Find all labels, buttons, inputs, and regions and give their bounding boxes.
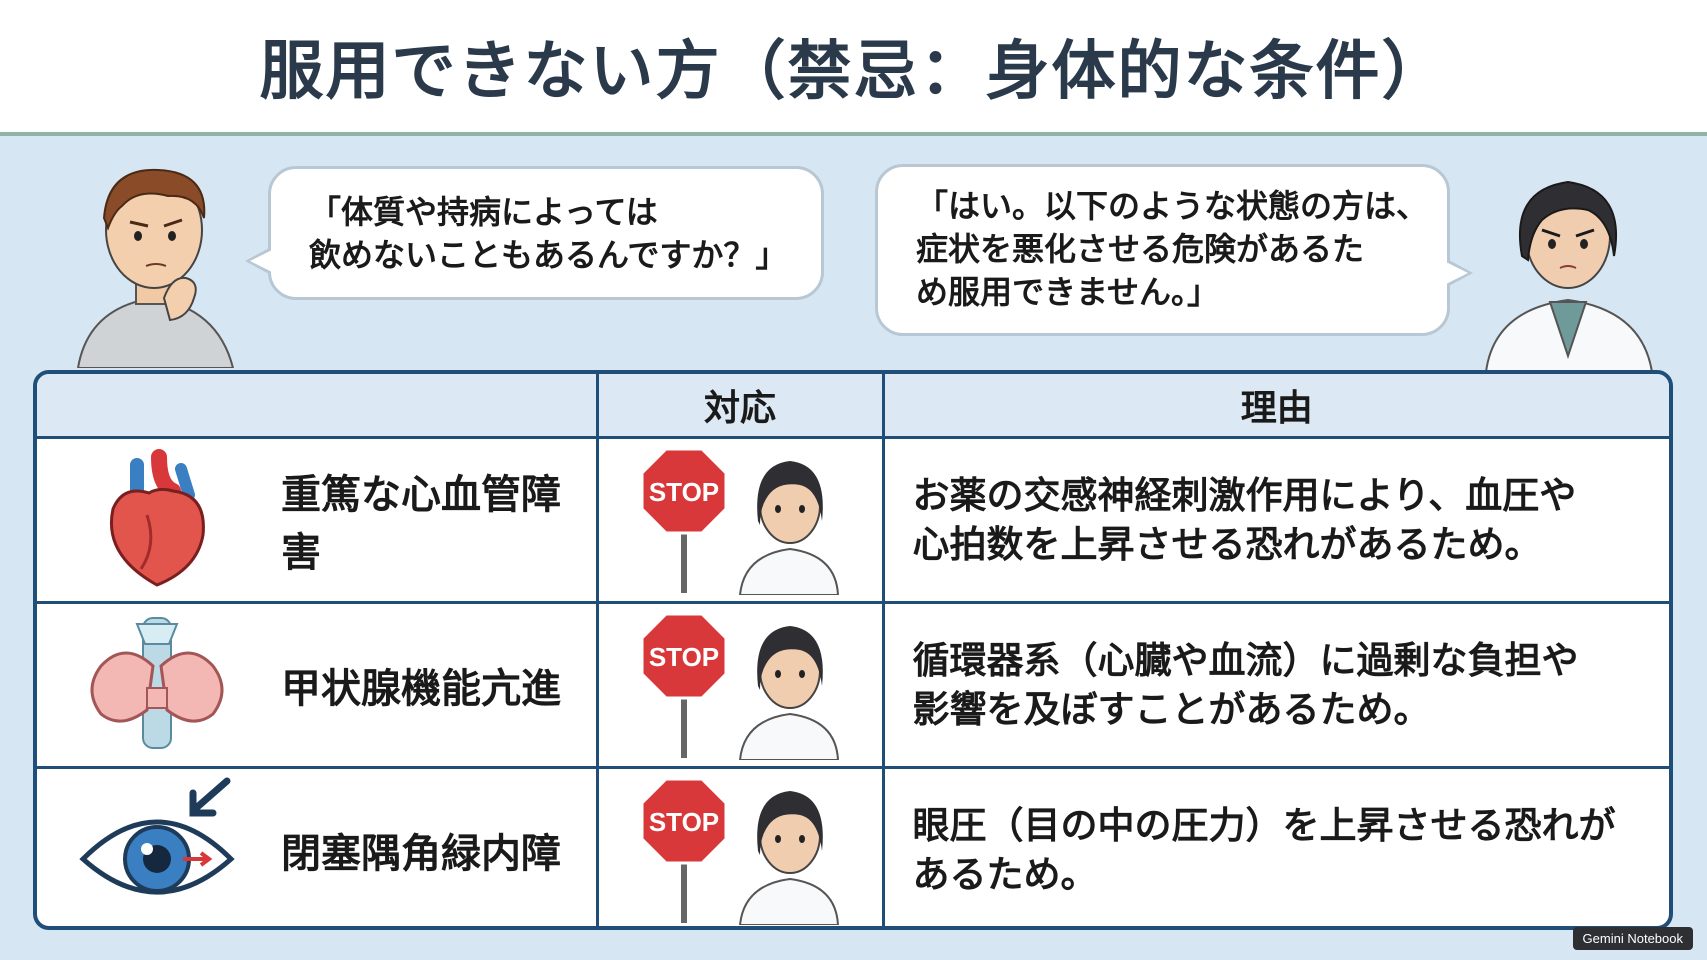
condition-label: 閉塞隅角緑内障 xyxy=(281,831,561,877)
header-response: 対応 xyxy=(595,374,885,439)
stop-response: STOP xyxy=(599,604,882,766)
reason-text: 循環器系（心臓や血流）に過剰な負担や 影響を及ぼすことがあるため。 xyxy=(885,636,1670,734)
patient-question-line: 「体質や持病によっては xyxy=(309,193,658,231)
heart-icon xyxy=(109,449,205,587)
watermark-badge: Gemini Notebook xyxy=(1572,927,1693,950)
reason-line: 循環器系（心臓や血流）に過剰な負担や xyxy=(912,638,1579,682)
condition-cell: 甲状腺機能亢進 xyxy=(37,604,596,766)
stop-sign-text: STOP xyxy=(649,477,719,507)
header-condition xyxy=(37,374,599,439)
table-row: 甲状腺機能亢進 STOP xyxy=(37,601,1670,769)
condition-label: 甲状腺機能亢進 xyxy=(281,666,561,712)
eye-icon xyxy=(79,777,235,895)
reason-line: 眼圧（目の中の圧力）を上昇させる恐れが xyxy=(912,803,1616,847)
header-reason: 理由 xyxy=(881,374,1669,439)
title-bar: 服用できない方（禁忌：身体的な条件） xyxy=(0,0,1707,136)
reason-line: 影響を及ぼすことがあるため。 xyxy=(912,688,1431,731)
reason-text: お薬の交感神経刺激作用により、血圧や 心拍数を上昇させる恐れがあるため。 xyxy=(885,471,1670,569)
stop-response: STOP xyxy=(599,769,882,926)
stop-doctor-icon: STOP xyxy=(640,777,840,925)
table-row: 重篤な心血管障害 STOP xyxy=(37,436,1670,604)
stop-sign-text: STOP xyxy=(649,807,719,837)
doctor-answer-line: め服用できません。」 xyxy=(916,273,1220,312)
patient-question-line: 飲めないこともあるんですか？」 xyxy=(309,236,788,275)
doctor-speech-bubble: 「はい。以下のような状態の方は、 症状を悪化させる危険があるた め服用できません… xyxy=(875,164,1473,336)
doctor-illustration xyxy=(1484,180,1654,372)
reason-text: 眼圧（目の中の圧力）を上昇させる恐れが あるため。 xyxy=(885,801,1670,899)
stop-doctor-icon: STOP xyxy=(640,447,840,595)
table-header-row: 対応 理由 xyxy=(37,374,1669,439)
doctor-answer-line: 「はい。以下のような状態の方は、 xyxy=(916,187,1429,225)
condition-cell: 閉塞隅角緑内障 xyxy=(37,769,596,926)
thyroid-icon xyxy=(90,617,224,749)
condition-cell: 重篤な心血管障害 xyxy=(37,439,596,601)
page-title: 服用できない方（禁忌：身体的な条件） xyxy=(259,35,1448,109)
patient-speech-bubble: 「体質や持病によっては 飲めないこともあるんですか？」 xyxy=(245,166,824,300)
condition-label: 重篤な心血管障害 xyxy=(281,472,561,576)
stop-response: STOP xyxy=(599,439,882,601)
reason-line: 心拍数を上昇させる恐れがあるため。 xyxy=(912,523,1542,566)
table-row: 閉塞隅角緑内障 STOP xyxy=(37,766,1670,926)
stop-sign-text: STOP xyxy=(649,642,719,672)
stop-doctor-icon: STOP xyxy=(640,612,840,760)
contraindication-table: 対応 理由 重篤な心血管障害 xyxy=(33,370,1673,930)
patient-illustration xyxy=(76,168,235,368)
doctor-answer-line: 症状を悪化させる危険があるた xyxy=(916,230,1365,269)
reason-line: お薬の交感神経刺激作用により、血圧や xyxy=(912,473,1577,517)
reason-line: あるため。 xyxy=(912,853,1098,896)
